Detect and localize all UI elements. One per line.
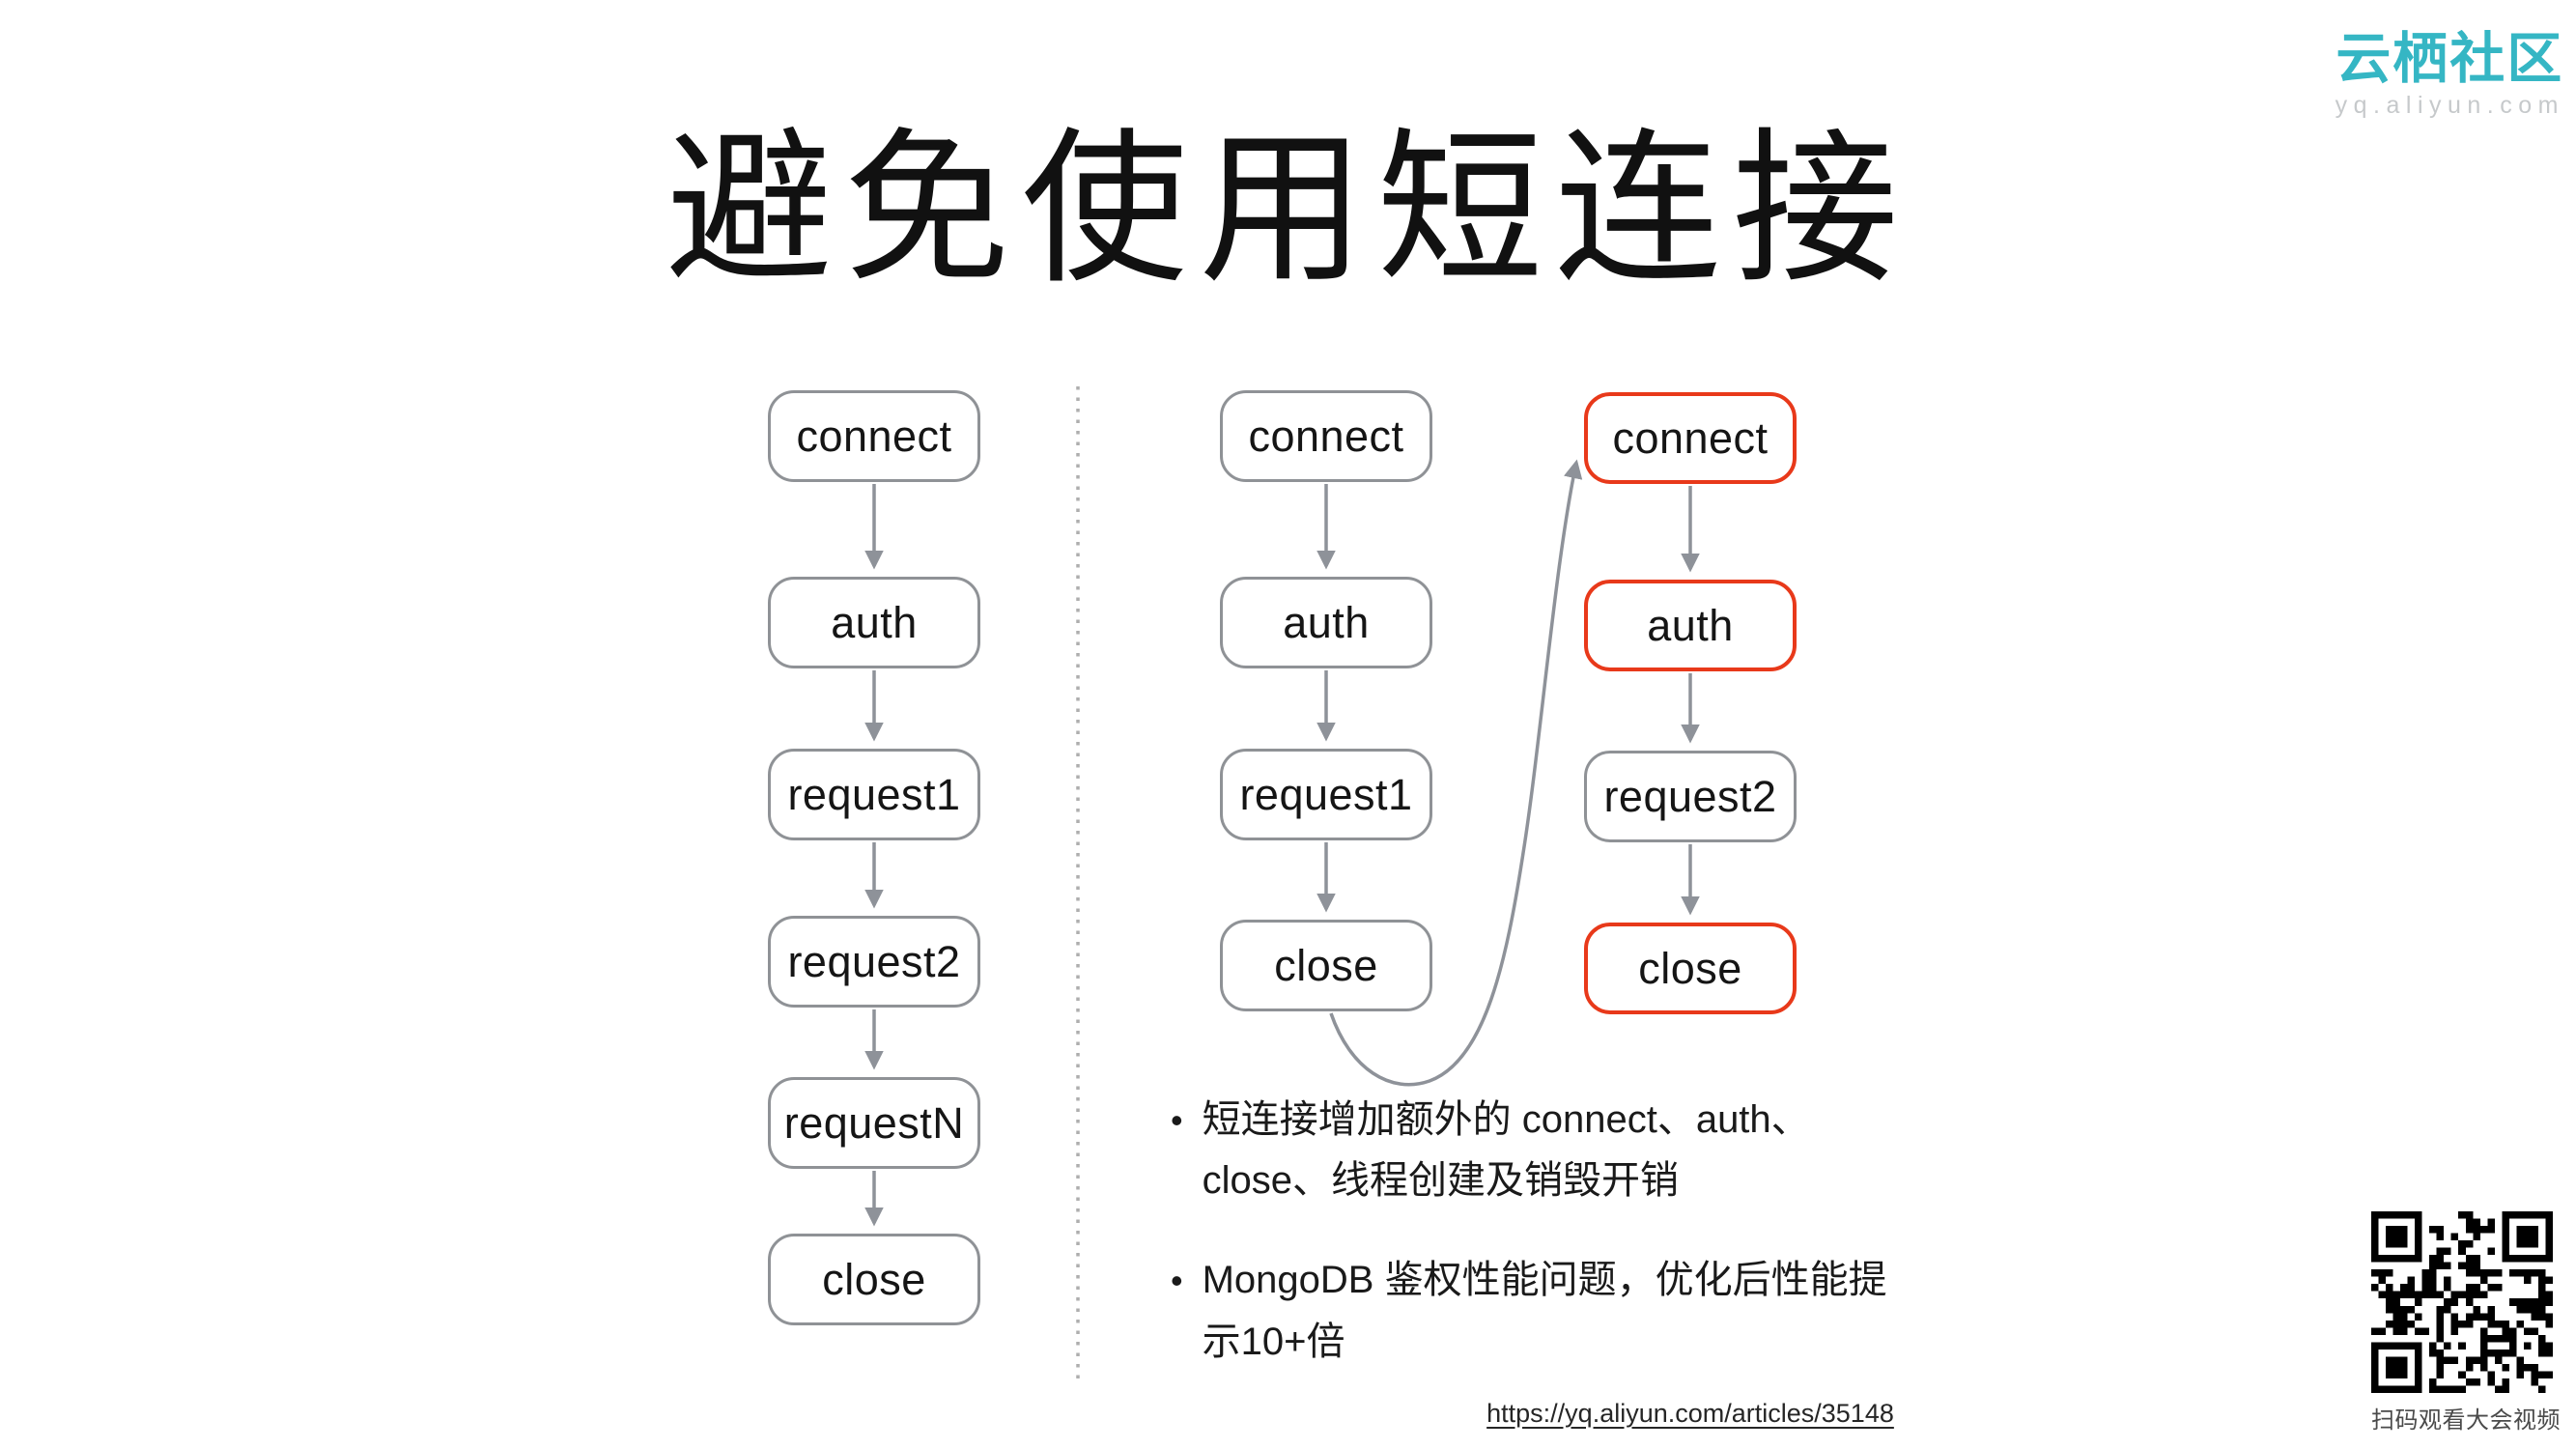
logo-domain: yq.aliyun.com xyxy=(2335,91,2564,119)
bullet-dot: • xyxy=(1171,1261,1183,1301)
box-left-request2: request2 xyxy=(768,916,980,1008)
box-right-connect: connect xyxy=(1584,392,1797,484)
box-mid-connect: connect xyxy=(1220,390,1432,482)
box-right-request2: request2 xyxy=(1584,751,1797,842)
box-left-close: close xyxy=(768,1234,980,1325)
article-link-container: https://yq.aliyun.com/articles/35148 xyxy=(1352,1399,2028,1429)
box-left-auth: auth xyxy=(768,577,980,668)
bullet-text: MongoDB 鉴权性能问题，优化后性能提示10+倍 xyxy=(1202,1259,1887,1363)
box-right-auth: auth xyxy=(1584,580,1797,671)
bullet-item: • MongoDB 鉴权性能问题，优化后性能提示10+倍 xyxy=(1171,1250,1943,1372)
logo-text: 云栖社区 xyxy=(2335,28,2564,90)
box-left-request1: request1 xyxy=(768,749,980,840)
bullet-item: • 短连接增加额外的 connect、auth、close、线程创建及销毁开销 xyxy=(1171,1090,1943,1211)
page-title: 避免使用短连接 xyxy=(665,117,1911,302)
box-right-close: close xyxy=(1584,923,1797,1014)
box-mid-auth: auth xyxy=(1220,577,1432,668)
bullet-dot: • xyxy=(1171,1100,1183,1140)
article-link[interactable]: https://yq.aliyun.com/articles/35148 xyxy=(1486,1399,1894,1428)
qr-section: 扫码观看大会视频 xyxy=(2371,1211,2561,1435)
yunqi-community-logo: 云栖社区 yq.aliyun.com xyxy=(2335,29,2564,120)
qr-caption: 扫码观看大会视频 xyxy=(2371,1407,2561,1434)
box-left-connect: connect xyxy=(768,390,980,482)
box-mid-request1: request1 xyxy=(1220,749,1432,840)
notes: • 短连接增加额外的 connect、auth、close、线程创建及销毁开销 … xyxy=(1171,1090,1943,1411)
box-mid-close: close xyxy=(1220,920,1432,1011)
bullet-text: 短连接增加额外的 connect、auth、close、线程创建及销毁开销 xyxy=(1202,1098,1810,1203)
box-left-requestN: requestN xyxy=(768,1077,980,1169)
qr-code-icon xyxy=(2371,1211,2553,1393)
